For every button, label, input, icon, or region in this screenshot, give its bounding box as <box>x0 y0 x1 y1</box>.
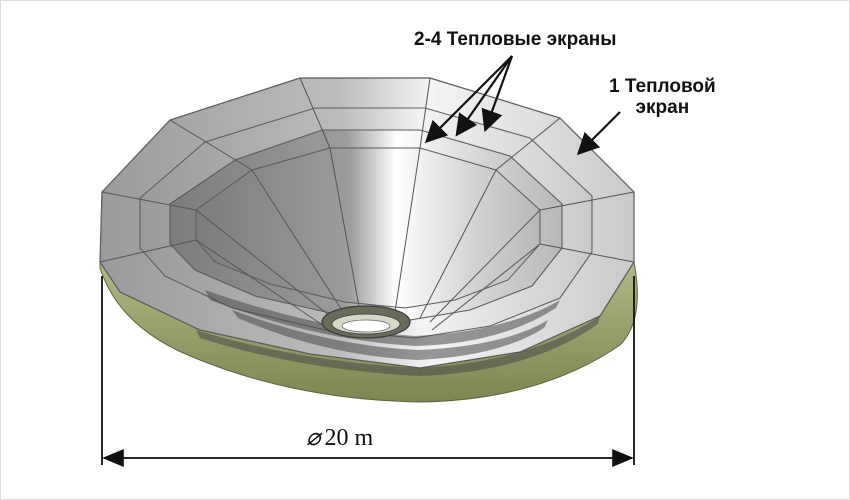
single-screen-label-line1: 1 Тепловой <box>609 76 716 97</box>
single-screen-label-line2: экран <box>635 97 690 118</box>
diameter-value: 20 m <box>324 425 374 451</box>
ring-shadow-bands <box>196 290 600 376</box>
single-screen-pointer <box>576 111 621 156</box>
radial-facet-lines <box>99 77 635 331</box>
single-screen-label: 1 Тепловой экран <box>609 76 716 118</box>
diameter-label: ⌀20 m <box>306 423 373 452</box>
multi-screen-pointers <box>424 55 514 144</box>
diameter-symbol: ⌀ <box>306 425 321 451</box>
heat-screen-4 <box>195 147 541 309</box>
multi-screens-label: 2-4 Тепловые экраны <box>414 29 617 50</box>
diameter-dimension <box>101 276 635 467</box>
